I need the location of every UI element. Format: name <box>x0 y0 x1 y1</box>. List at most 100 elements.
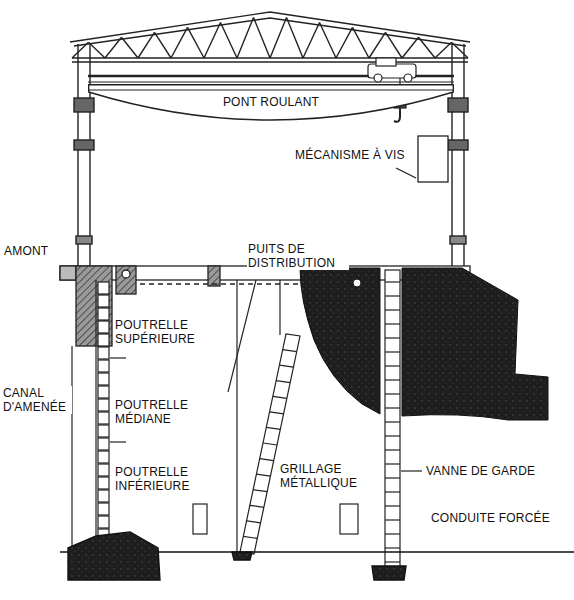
distribution-shaft-part <box>193 504 207 534</box>
part-label: MÉCANISME À VIS <box>294 148 406 162</box>
building-column-part <box>448 98 468 112</box>
guard-gate-part <box>401 470 422 471</box>
inlet-wall-part <box>98 373 109 385</box>
metal-screen-part <box>276 381 290 383</box>
part-label: GRILLAGE MÉTALLIQUE <box>279 462 381 490</box>
roof-truss-part <box>336 27 353 58</box>
inlet-wall-part <box>71 346 72 552</box>
crane-trolley-part <box>394 108 400 122</box>
guard-gate-part <box>385 379 400 380</box>
guard-gate-part <box>385 449 400 450</box>
building-column-part <box>74 98 94 112</box>
roof-truss-part <box>221 22 238 58</box>
metal-screen-part <box>253 490 267 492</box>
roof-truss-part <box>320 22 337 58</box>
guard-gate-part <box>385 407 400 408</box>
inlet-wall-part <box>98 360 109 372</box>
screw-mechanism-part <box>396 168 416 178</box>
guard-gate-part <box>385 533 400 534</box>
inlet-wall-part <box>98 451 109 463</box>
crane-rail-part <box>88 81 454 82</box>
metal-screen-part <box>243 536 257 538</box>
roof-truss-part <box>89 42 106 58</box>
deck-slab-part <box>60 266 76 280</box>
guard-gate-part <box>385 393 400 394</box>
distribution-shaft-part <box>340 504 358 534</box>
inlet-wall-part <box>110 441 126 442</box>
deck-slab-part <box>140 283 300 284</box>
roof-truss-part <box>303 22 320 58</box>
deck-slab-part <box>208 266 220 286</box>
crane-trolley-part <box>374 74 382 82</box>
distribution-shaft-part <box>228 280 256 392</box>
beam-label: PONT ROULANT <box>88 84 454 109</box>
beam-flange <box>88 90 454 91</box>
guard-gate-part <box>385 519 400 520</box>
metal-screen <box>240 334 300 554</box>
roof-truss-part <box>287 17 304 58</box>
part-label: AMONT <box>3 244 49 258</box>
inlet-wall-part <box>98 490 109 502</box>
roof-truss-part <box>155 32 172 58</box>
guard-gate-part <box>385 282 400 562</box>
building-column-part <box>448 140 468 150</box>
inlet-wall-part <box>98 282 109 294</box>
rock-mass <box>300 268 548 420</box>
rock-mass-part <box>353 279 361 287</box>
roof-truss-part <box>452 42 469 58</box>
building-column-part <box>74 140 94 150</box>
roof-truss-part <box>402 37 419 58</box>
building-column-part <box>89 44 90 266</box>
inlet-wall-part <box>98 282 109 554</box>
guard-gate <box>385 270 422 570</box>
guard-gate-part <box>385 281 400 282</box>
inlet-wall-part <box>98 425 109 437</box>
roof-truss-part <box>270 17 287 58</box>
roof-truss-part <box>188 27 205 58</box>
guard-gate-part <box>385 309 400 310</box>
deck-slab-part <box>116 266 136 294</box>
guard-gate-part <box>385 421 400 422</box>
building-column-part <box>77 44 78 266</box>
roof-truss-part <box>353 27 370 58</box>
distribution-shaft-part <box>236 280 237 552</box>
metal-screen-part <box>240 334 300 554</box>
rock-mass-part <box>402 268 548 420</box>
building-column-part <box>463 44 464 266</box>
inlet-wall-part <box>98 503 109 515</box>
roof-truss-part <box>369 32 386 58</box>
metal-screen-part <box>247 521 261 523</box>
deck-slab-part <box>122 270 130 278</box>
rock-mass-part <box>300 268 380 414</box>
guard-gate-part <box>385 477 400 478</box>
crane-beam: PONT ROULANT <box>88 84 454 122</box>
guard-gate-part <box>385 270 400 570</box>
part-label: POUTRELLE INFÉRIEURE <box>114 465 226 493</box>
building-column-part <box>451 44 452 266</box>
part-label: POUTRELLE SUPÉRIEURE <box>114 318 226 346</box>
building-column <box>74 44 468 266</box>
roof-truss-part <box>386 32 403 58</box>
guard-gate-part <box>385 561 400 562</box>
guard-gate-part <box>385 351 400 352</box>
metal-screen-part <box>266 427 280 429</box>
foundation <box>60 532 574 580</box>
guard-gate-part <box>385 435 400 436</box>
inlet-wall-part <box>95 280 96 552</box>
part-label: VANNE DE GARDE <box>425 464 536 478</box>
inlet-wall-part <box>98 412 109 424</box>
inlet-wall-part <box>110 357 126 358</box>
roof-truss-part <box>72 42 89 58</box>
guard-gate-part <box>385 323 400 324</box>
part-label: POUTRELLE MÉDIANE <box>114 398 226 426</box>
foundation-part <box>68 532 160 580</box>
guard-gate-part <box>385 295 400 296</box>
roof-truss-part <box>237 17 254 58</box>
metal-screen-part <box>250 505 264 507</box>
inlet-wall-part <box>98 334 109 346</box>
roof-truss-part <box>204 22 221 58</box>
guard-gate-part <box>385 463 400 464</box>
guard-gate-part <box>385 505 400 506</box>
inlet-wall-part <box>98 477 109 489</box>
